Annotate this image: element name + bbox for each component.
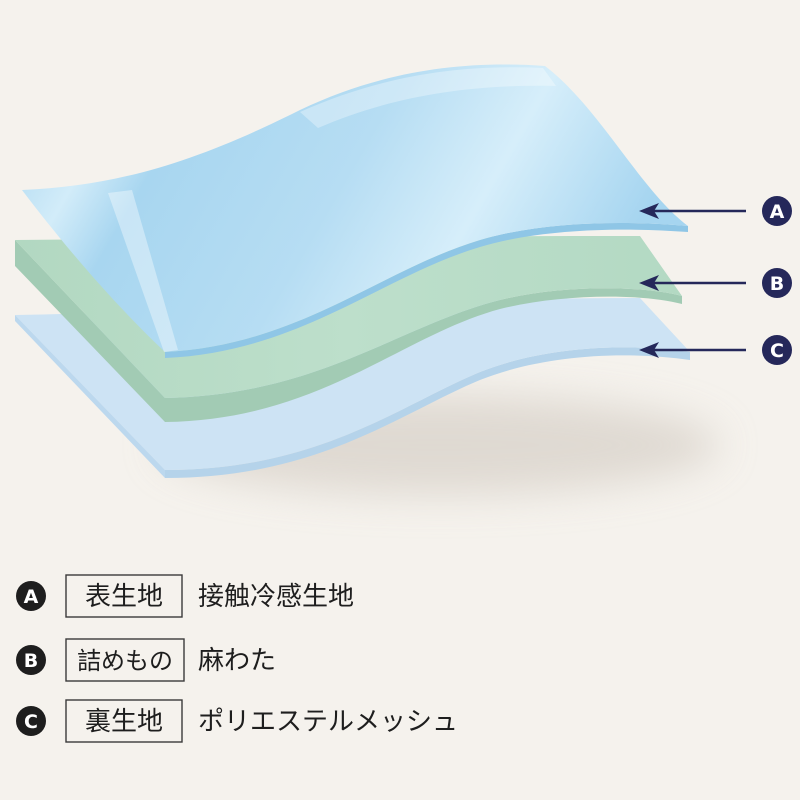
callout-badge-a: A xyxy=(762,196,792,226)
legend: A 表生地 接触冷感生地 B 詰めもの 麻わた C 裏生地 ポリエステルメッシュ xyxy=(16,574,458,743)
legend-label-box xyxy=(65,699,183,743)
legend-badge-circle xyxy=(16,581,46,611)
legend-badge-letter: C xyxy=(24,711,38,733)
legend-row-c: C 裏生地 ポリエステルメッシュ xyxy=(16,699,458,743)
legend-label: 裏生地 xyxy=(85,707,163,737)
legend-badge-letter: A xyxy=(24,586,39,608)
layer-c-left-edge xyxy=(15,315,165,478)
layer-a-highlight-top xyxy=(300,67,556,128)
callout-arrow-c xyxy=(639,342,746,358)
legend-label-box xyxy=(65,574,183,618)
legend-description: 麻わた xyxy=(198,646,276,676)
legend-row-a: A 表生地 接触冷感生地 xyxy=(16,574,354,618)
legend-badge-circle xyxy=(16,706,46,736)
arrow-left-icon xyxy=(639,203,659,219)
legend-label-box xyxy=(65,638,185,682)
badge-letter: C xyxy=(770,340,784,362)
badge-circle xyxy=(762,196,792,226)
arrow-left-icon xyxy=(639,275,659,291)
legend-label: 詰めもの xyxy=(77,647,173,675)
badge-circle xyxy=(762,335,792,365)
callout-arrow-b xyxy=(639,275,746,291)
arrow-left-icon xyxy=(639,342,659,358)
layer-a-highlight-left xyxy=(108,190,178,352)
legend-description: ポリエステルメッシュ xyxy=(198,707,458,737)
legend-badge-circle xyxy=(16,645,46,675)
layer-a-surface xyxy=(22,64,688,352)
badge-circle xyxy=(762,268,792,298)
badge-letter: B xyxy=(770,273,784,295)
layer-b-side xyxy=(165,288,682,422)
layer-a xyxy=(22,64,688,358)
callout-badge-c: C xyxy=(762,335,792,365)
callout-arrow-a xyxy=(639,203,746,219)
badge-letter: A xyxy=(770,201,785,223)
legend-description: 接触冷感生地 xyxy=(198,582,354,612)
legend-row-b: B 詰めもの 麻わた xyxy=(16,638,276,682)
layer-a-side xyxy=(165,222,688,358)
callout-badge-b: B xyxy=(762,268,792,298)
layer-b-left-edge xyxy=(15,240,165,422)
legend-label: 表生地 xyxy=(85,582,163,612)
legend-badge-letter: B xyxy=(24,650,38,672)
